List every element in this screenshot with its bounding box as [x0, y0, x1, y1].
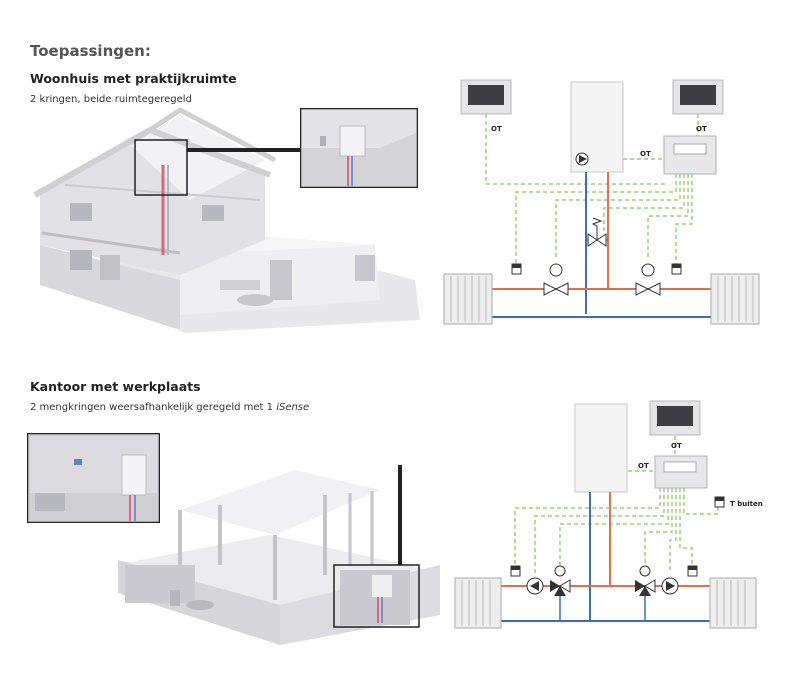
mixing-valve-left	[550, 565, 571, 596]
thermostat-right	[672, 79, 724, 115]
ot-label-thermostat: OT	[671, 442, 682, 450]
radiator-left-2	[454, 577, 502, 629]
ot-label-left: OT	[491, 125, 502, 133]
radiator-right-2	[709, 577, 757, 629]
temp-sensor-left	[511, 263, 522, 275]
thermostat-left	[460, 79, 512, 115]
controller-2	[654, 455, 708, 489]
t-buiten-label: T buiten	[730, 500, 763, 508]
bypass-valve	[587, 217, 607, 247]
radiator-right	[710, 273, 760, 325]
page-heading: Toepassingen:	[30, 42, 151, 60]
pump-right	[661, 577, 679, 595]
thermostat	[649, 400, 701, 436]
office-illustration	[115, 465, 440, 645]
mixing-valve-right	[635, 565, 656, 596]
zoom-inset-house	[300, 108, 418, 188]
zone-valve-right	[635, 263, 661, 296]
pump-left	[526, 577, 544, 595]
temp-sensor-right-2	[687, 565, 698, 577]
ot-label-boiler: OT	[640, 150, 651, 158]
house-illustration	[33, 107, 420, 333]
radiator-left	[443, 273, 493, 325]
ot-label-boiler-2: OT	[638, 462, 649, 470]
zoom-inset-office	[27, 433, 160, 523]
section2-subtitle: 2 mengkringen weersafhankelijk geregeld …	[30, 402, 310, 413]
section2-title: Kantoor met werkplaats	[30, 379, 201, 394]
section1-subtitle: 2 kringen, beide ruimtegeregeld	[30, 94, 192, 105]
temp-sensor-right	[671, 263, 682, 275]
boiler-1	[570, 81, 624, 173]
section1-title: Woonhuis met praktijkruimte	[30, 71, 237, 86]
ot-label-right: OT	[696, 125, 707, 133]
boiler-2	[574, 403, 628, 493]
controller-1	[663, 135, 717, 175]
temp-sensor-left-2	[510, 565, 521, 577]
schematic-1: OT OT OT	[443, 79, 760, 325]
schematic-2: OT OT T buiten	[454, 400, 763, 629]
outdoor-sensor	[714, 496, 725, 508]
zone-valve-left	[543, 263, 569, 296]
